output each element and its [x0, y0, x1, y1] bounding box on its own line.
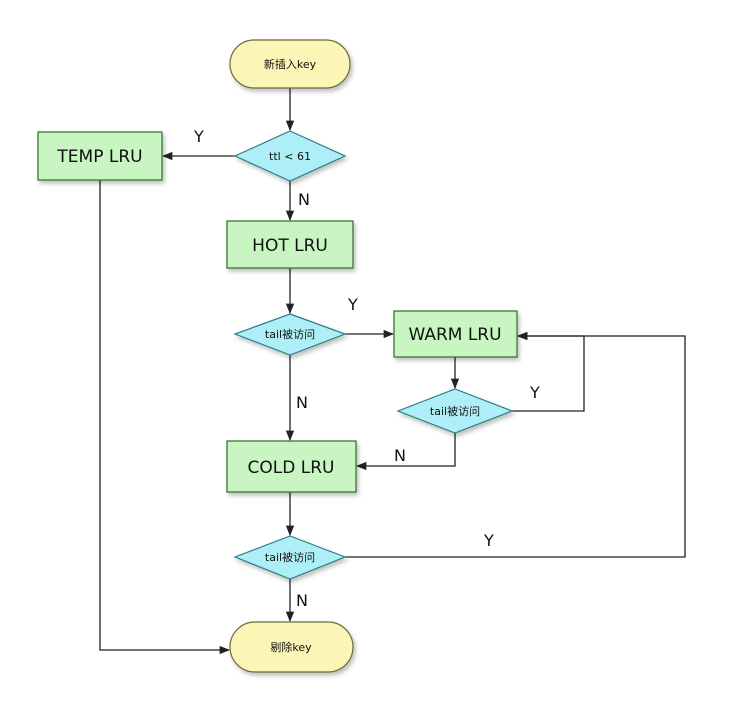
cold-tail-check-decision: tail被访问 — [233, 535, 347, 580]
end-node: 剔除key — [229, 621, 354, 673]
temp-lru-label: TEMP LRU — [56, 147, 142, 167]
ttl-no-label: N — [298, 190, 310, 209]
end-label: 剔除key — [270, 640, 312, 654]
warm-tail-check-decision: tail被访问 — [396, 388, 514, 434]
warm-lru-box: WARM LRU — [393, 310, 518, 358]
warm-tail-check-label: tail被访问 — [430, 405, 480, 418]
cold-lru-label: COLD LRU — [248, 458, 335, 478]
hot-lru-box: HOT LRU — [226, 220, 354, 269]
ttl-check-label: ttl < 61 — [269, 150, 311, 163]
cold-tail-check-label: tail被访问 — [265, 551, 315, 564]
cold-lru-box: COLD LRU — [226, 440, 357, 493]
ttl-yes-label: Y — [193, 127, 204, 146]
warm-yes-label: Y — [529, 383, 540, 402]
edge-warm-check-yes-loop — [512, 331, 585, 412]
warm-lru-label: WARM LRU — [408, 325, 501, 345]
edge-cold-check-yes-to-warm — [345, 331, 686, 558]
edge-temp-to-end — [99, 180, 231, 655]
ttl-check-decision: ttl < 61 — [233, 130, 347, 182]
temp-lru-box: TEMP LRU — [37, 131, 163, 181]
edge-warm-check-no-to-cold — [355, 433, 456, 471]
cold-yes-label: Y — [483, 531, 494, 550]
start-label: 新插入key — [264, 57, 317, 71]
warm-no-label: N — [394, 446, 406, 465]
hot-yes-label: Y — [347, 295, 358, 314]
start-node: 新插入key — [229, 39, 351, 89]
hot-no-label: N — [296, 393, 308, 412]
hot-tail-check-label: tail被访问 — [265, 328, 315, 341]
hot-lru-label: HOT LRU — [252, 236, 328, 256]
hot-tail-check-decision: tail被访问 — [233, 313, 347, 356]
cold-no-label: N — [296, 591, 308, 610]
